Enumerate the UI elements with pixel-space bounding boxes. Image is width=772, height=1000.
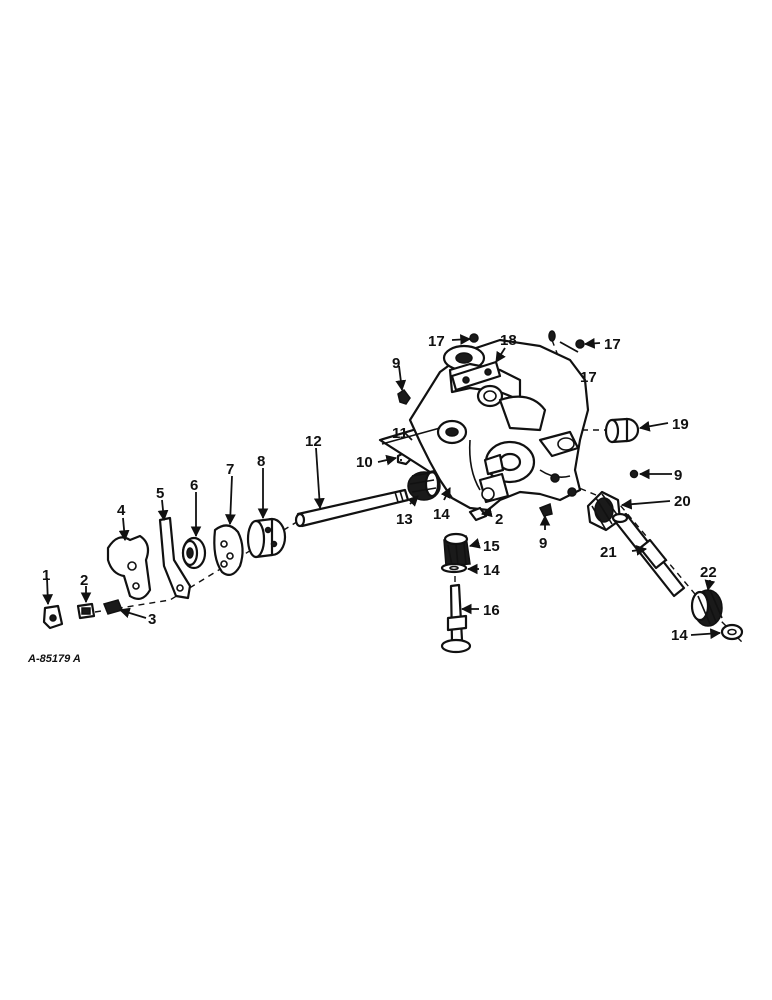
part-4-plate (106, 534, 152, 601)
part-2-clip (76, 602, 96, 620)
part-12-shaft (294, 488, 410, 528)
callout-16: 16 (483, 602, 500, 619)
part-6-hub (181, 536, 207, 570)
part-21-shaft (611, 512, 686, 598)
callout-12: 12 (305, 433, 322, 450)
callout-8: 8 (257, 453, 265, 470)
callout-9-right: 9 (674, 467, 682, 484)
callout-9-top: 9 (392, 355, 400, 372)
callout-17-right: 17 (604, 336, 621, 353)
part-19-bushing (604, 417, 640, 444)
callout-19: 19 (672, 416, 689, 433)
callout-9-bottom: 9 (539, 535, 547, 552)
callout-14-middle: 14 (483, 562, 500, 579)
callout-17-left: 17 (428, 333, 445, 350)
part-17-screw-right (548, 330, 585, 349)
callout-leaders (42, 334, 722, 640)
part-11-gasket (381, 427, 441, 445)
part-13-gear (407, 470, 441, 501)
part-7-plate (213, 524, 244, 576)
part-3-block (102, 599, 124, 615)
callout-22: 22 (700, 564, 717, 581)
part-9-screw-bottom (538, 502, 553, 517)
part-17-screw-left (469, 333, 479, 343)
callout-6: 6 (190, 477, 198, 494)
part-8-cam (246, 517, 287, 559)
callout-10: 10 (356, 454, 373, 471)
part-20-gear (586, 490, 622, 532)
callout-labels: 1 2 3 4 5 6 7 8 9 9 9 10 11 12 13 14 14 … (42, 332, 717, 644)
part-14-washer-middle (440, 562, 468, 574)
callout-18: 18 (500, 332, 517, 349)
callout-13: 13 (396, 511, 413, 528)
callout-2-right: 2 (495, 511, 503, 528)
part-9-spring-top (397, 388, 411, 405)
drawing-id-label: A-85179 A (27, 653, 81, 665)
callout-14-upper: 14 (433, 506, 450, 523)
part-1-bracket (42, 604, 64, 630)
part-14-washer-right (720, 623, 744, 641)
part-15-gear (443, 532, 471, 567)
callout-15: 15 (483, 538, 500, 555)
part-5-lever (158, 516, 192, 600)
part-9-screw-right (629, 469, 639, 479)
callout-3: 3 (148, 611, 156, 628)
part-18-cap (450, 360, 502, 392)
callout-1: 1 (42, 567, 50, 584)
callout-2-left: 2 (80, 572, 88, 589)
callout-11: 11 (392, 425, 408, 442)
part-22-gear (690, 589, 723, 627)
callout-5: 5 (156, 485, 164, 502)
callout-20: 20 (674, 493, 691, 510)
part-16-shaft (440, 583, 472, 654)
callout-17-lower: 17 (580, 369, 597, 386)
callout-4: 4 (117, 502, 126, 519)
callout-7: 7 (226, 461, 234, 478)
callout-14-right: 14 (671, 627, 688, 644)
callout-21: 21 (600, 544, 617, 561)
